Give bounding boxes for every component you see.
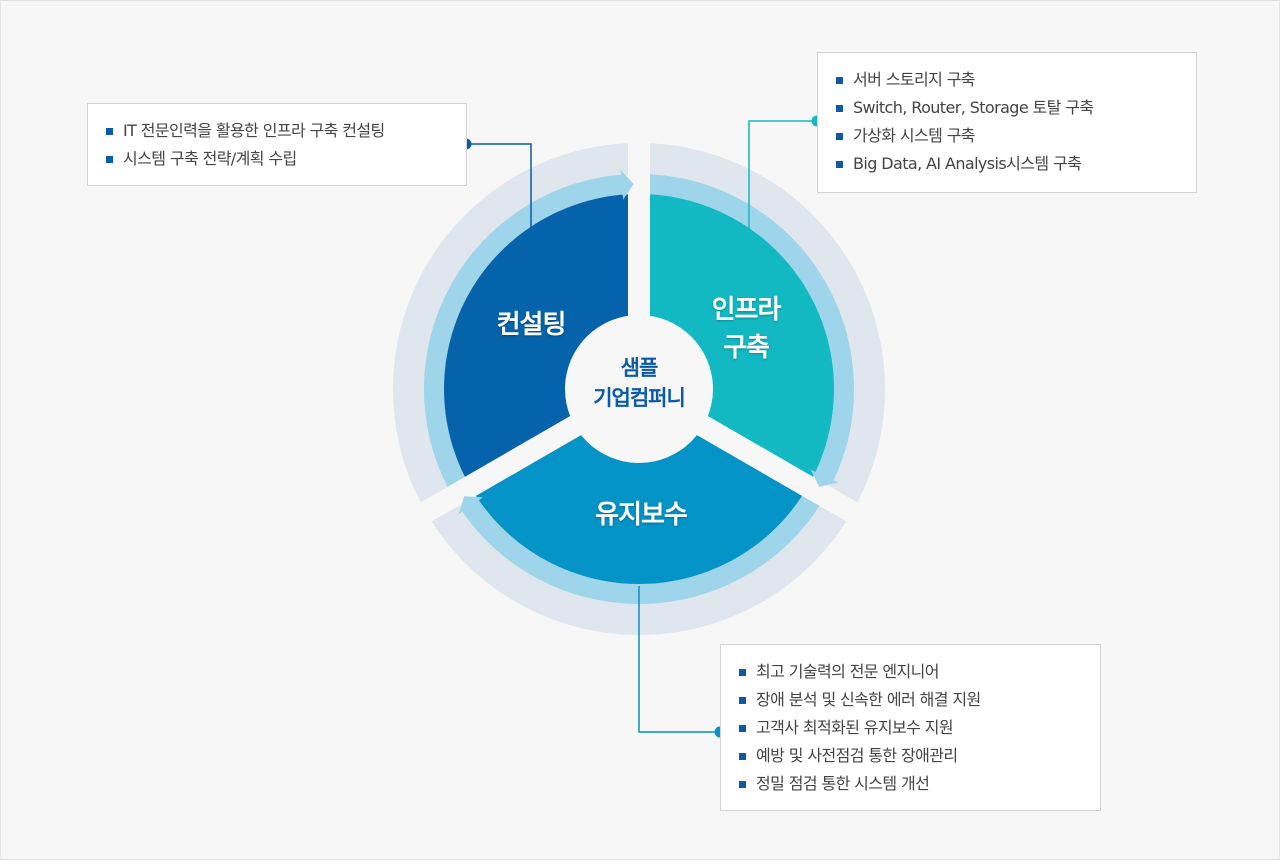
infra-label-line1: 인프라 [711, 295, 782, 325]
company-name: 샘플 기업컴퍼니 [569, 353, 709, 413]
maintenance-bullet-item: 예방 및 사전점검 통한 장애관리 [739, 742, 1100, 770]
arrowhead-icon [458, 496, 483, 515]
company-name-line1: 샘플 [620, 356, 659, 380]
cycle-arrow-consulting [424, 174, 626, 497]
infra-bullet-item: Big Data, AI Analysis시스템 구축 [836, 150, 1196, 178]
consulting-bullet-item: IT 전문인력을 활용한 인프라 구축 컨설팅 [106, 117, 466, 145]
segment-label-infra: 인프라 구축 [686, 291, 806, 367]
infra-bullet-item: 서버 스토리지 구축 [836, 66, 1196, 94]
infra-label-line2: 구축 [723, 333, 770, 363]
maintenance-connector-line [638, 586, 720, 733]
maintenance-bullet-item: 정밀 점검 통한 시스템 개선 [739, 770, 1100, 798]
arrowhead-icon [810, 469, 839, 487]
consulting-bullet-item: 시스템 구축 전략/계획 수립 [106, 145, 466, 173]
infra-connector-line [748, 120, 817, 231]
maintenance-bullet-item: 고객사 최적화된 유지보수 지원 [739, 714, 1100, 742]
company-name-line2: 기업컴퍼니 [593, 386, 686, 410]
cycle-arrow-infra [638, 174, 854, 484]
segment-label-maintenance: 유지보수 [595, 500, 688, 530]
infra-bullet-item: Switch, Router, Storage 토탈 구축 [836, 94, 1196, 122]
segment-maintenance[interactable] [470, 389, 808, 584]
center-hub [565, 315, 713, 463]
arrowhead-icon [620, 169, 634, 200]
consulting-connector-line [466, 143, 532, 229]
cycle-arrow-maintenance [460, 486, 826, 604]
segment-label-consulting: 컨설팅 [496, 310, 567, 340]
maintenance-bullet-item: 장애 분석 및 신속한 에러 해결 지원 [739, 686, 1100, 714]
maintenance-bullet-item: 최고 기술력의 전문 엔지니어 [739, 658, 1100, 686]
infra-bullet-item: 가상화 시스템 구축 [836, 122, 1196, 150]
